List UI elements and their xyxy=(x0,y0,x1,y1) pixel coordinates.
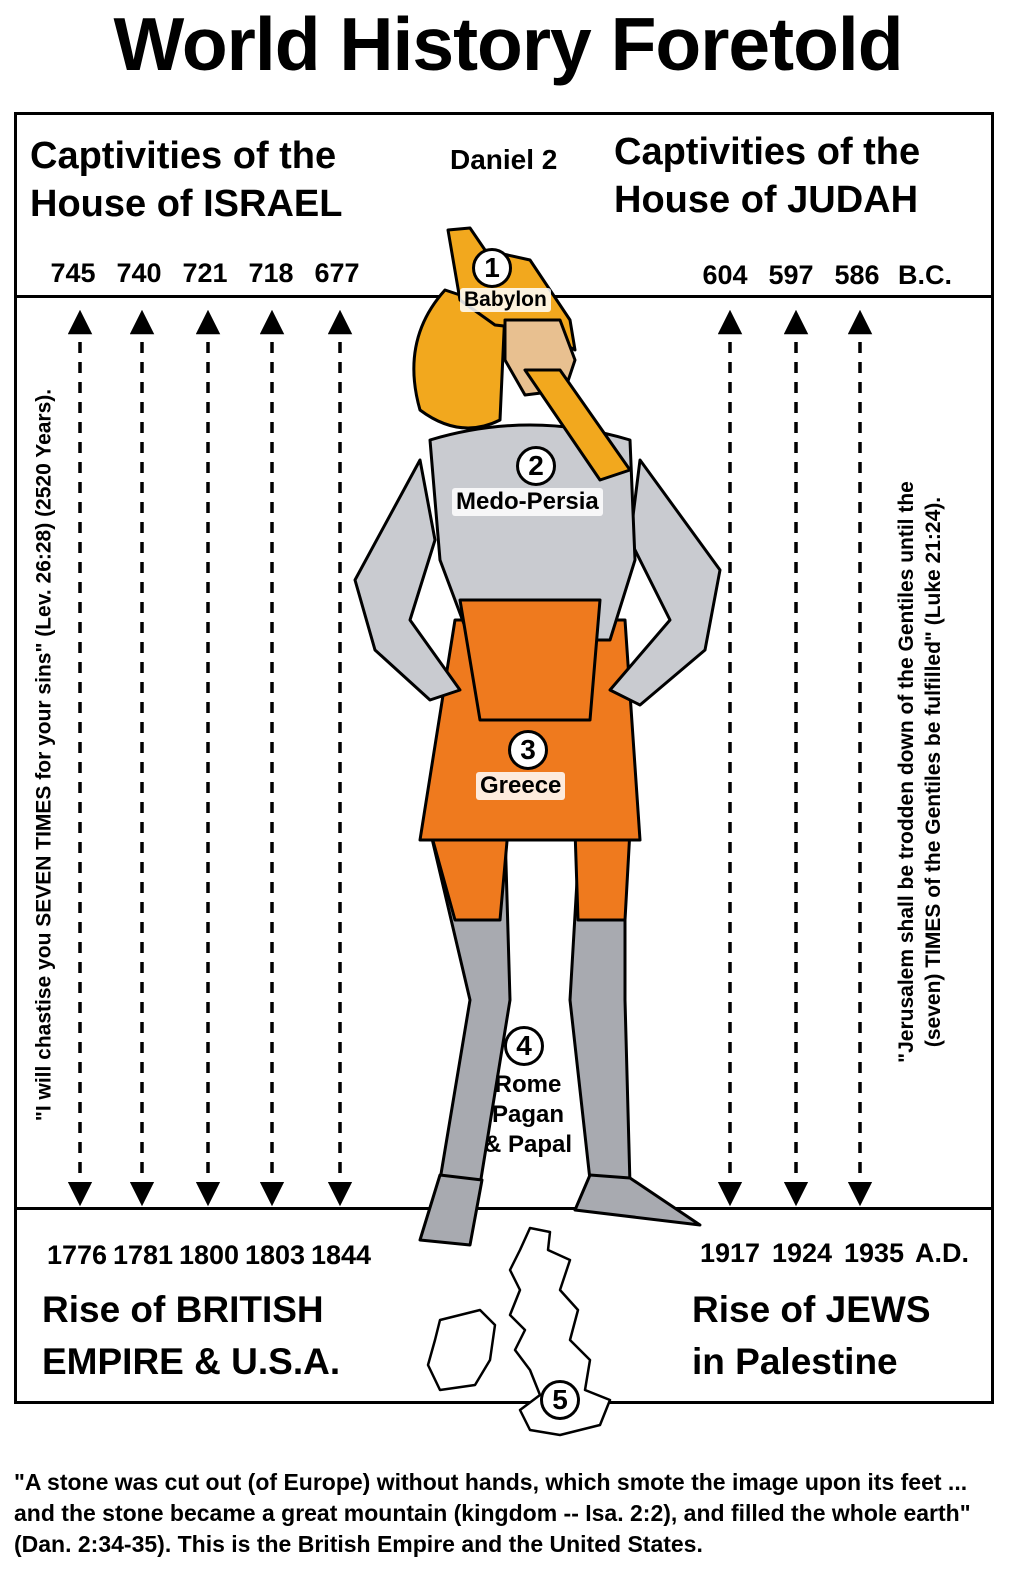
judah-quote-line2: (seven) TIMES of the Gentiles be fulfill… xyxy=(922,496,945,1048)
year-label: 586 xyxy=(834,260,880,290)
judah-ad-years: 1917 1924 1935 A.D. xyxy=(694,1238,974,1269)
page-title: World History Foretold xyxy=(113,2,903,86)
year-label: 1776 xyxy=(46,1240,108,1270)
rise-jews-line2: in Palestine xyxy=(692,1341,898,1382)
israel-heading-line1: Captivities of the xyxy=(30,135,337,177)
part-number-2: 2 xyxy=(516,446,556,486)
judah-bc-years: 604 597 586 B.C. xyxy=(692,260,960,291)
israel-ad-years: 1776 1781 1800 1803 1844 xyxy=(44,1240,374,1271)
label-medo-persia: Medo-Persia xyxy=(452,488,603,516)
year-label: 1781 xyxy=(112,1240,174,1270)
label-babylon: Babylon xyxy=(460,288,551,312)
year-label: 1803 xyxy=(244,1240,306,1270)
year-label: 745 xyxy=(50,258,96,288)
great-britain-shape xyxy=(508,1226,612,1437)
israel-vertical-quote: "I will chastise you SEVEN TIMES for you… xyxy=(32,388,56,1122)
part-number-3: 3 xyxy=(508,730,548,770)
judah-heading-line1: Captivities of the xyxy=(614,131,921,173)
year-label: 1924 xyxy=(771,1238,833,1268)
label-rome-line3: & Papal xyxy=(484,1131,573,1158)
israel-heading-line2: House of ISRAEL xyxy=(30,183,343,225)
judah-vertical-quote: "Jerusalem shall be trodden down of the … xyxy=(893,422,947,1122)
rise-british-heading: Rise of BRITISH EMPIRE & U.S.A. xyxy=(42,1284,340,1388)
year-label: 604 xyxy=(702,260,748,290)
judah-heading: Captivities of the House of JUDAH xyxy=(614,128,920,224)
year-label: 597 xyxy=(768,260,814,290)
judah-heading-line2: House of JUDAH xyxy=(614,179,919,221)
israel-heading: Captivities of the House of ISRAEL xyxy=(30,132,342,228)
rise-british-line2: EMPIRE & U.S.A. xyxy=(42,1341,341,1382)
year-label: 721 xyxy=(182,258,228,288)
statue-illustration xyxy=(353,226,722,1247)
part-number-1: 1 xyxy=(472,248,512,288)
label-rome: Rome Pagan & Papal xyxy=(480,1070,576,1160)
year-label: 1935 xyxy=(843,1238,905,1268)
year-label: 677 xyxy=(314,258,360,288)
rise-jews-heading: Rise of JEWS in Palestine xyxy=(692,1284,931,1388)
bottom-divider xyxy=(14,1207,994,1210)
era-label: A.D. xyxy=(915,1238,969,1268)
label-rome-line2: Pagan xyxy=(492,1101,565,1128)
part-number-4: 4 xyxy=(504,1026,544,1066)
year-label: 1800 xyxy=(178,1240,240,1270)
year-label: 718 xyxy=(248,258,294,288)
rise-british-line1: Rise of BRITISH xyxy=(42,1289,324,1330)
year-label: 1844 xyxy=(310,1240,372,1270)
rise-jews-line1: Rise of JEWS xyxy=(692,1289,931,1330)
bottom-quote: "A stone was cut out (of Europe) without… xyxy=(14,1469,971,1557)
israel-bc-years: 745 740 721 718 677 xyxy=(40,258,370,289)
daniel-label: Daniel 2 xyxy=(450,144,558,175)
year-label: 1917 xyxy=(699,1238,761,1268)
part-number-5: 5 xyxy=(540,1380,580,1420)
year-label: 740 xyxy=(116,258,162,288)
label-rome-line1: Rome xyxy=(494,1071,562,1098)
british-isles-map xyxy=(426,1226,612,1437)
era-label: B.C. xyxy=(898,260,952,290)
label-greece: Greece xyxy=(476,772,566,800)
ireland-shape xyxy=(426,1308,497,1392)
judah-quote-line1: "Jerusalem shall be trodden down of the … xyxy=(895,481,918,1063)
diagram-frame xyxy=(14,112,994,1404)
